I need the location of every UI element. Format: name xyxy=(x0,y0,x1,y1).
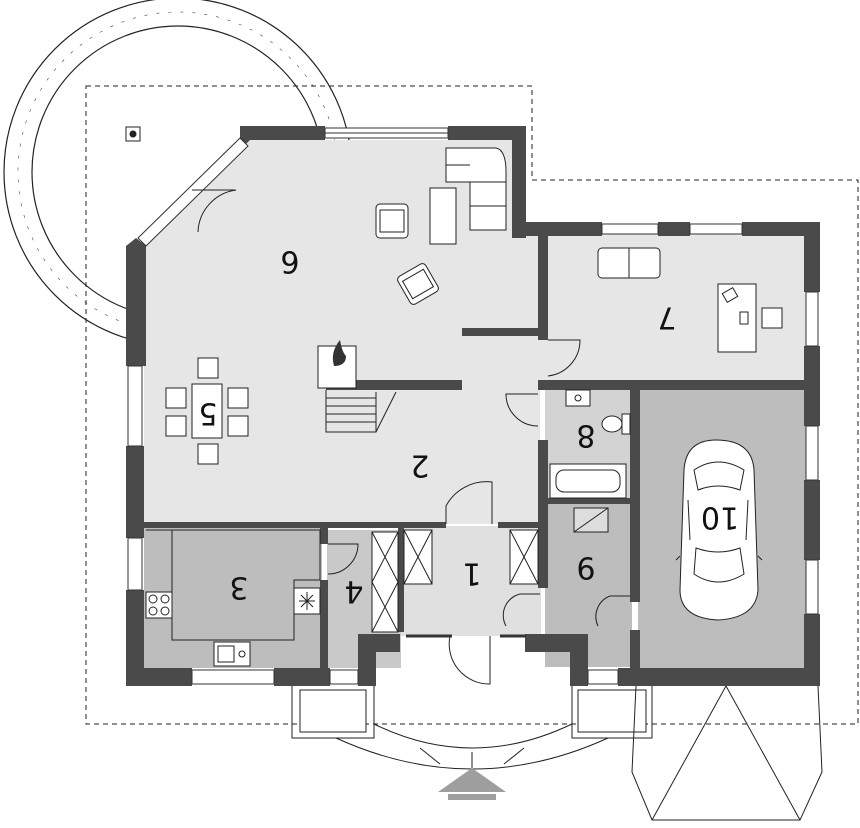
doors xyxy=(192,189,630,685)
chimney-icon xyxy=(125,126,141,142)
garage-apron xyxy=(631,685,823,821)
boiler xyxy=(573,507,609,533)
fireplace-icon xyxy=(317,340,357,389)
room-3-label: 3 xyxy=(229,570,248,605)
armchair xyxy=(375,203,409,239)
stove-icon xyxy=(145,591,173,619)
armchair-2 xyxy=(397,263,439,305)
hall-closet-right xyxy=(509,529,539,585)
room-6-label: 6 xyxy=(280,244,299,279)
room-7-label: 7 xyxy=(657,300,676,335)
desk xyxy=(717,283,783,353)
dining-table xyxy=(165,357,249,465)
sofa-small xyxy=(597,247,661,279)
washbasin xyxy=(565,389,591,407)
sofa xyxy=(445,147,507,231)
fridge-icon xyxy=(293,587,321,615)
hall-closet-left xyxy=(403,529,433,585)
coffee-table xyxy=(429,187,457,245)
windows xyxy=(127,127,819,685)
entrance-arrow-icon xyxy=(438,768,506,800)
sink-icon xyxy=(213,641,251,667)
room-2-label: 2 xyxy=(410,448,429,483)
room-4-label: 4 xyxy=(344,574,363,609)
porch xyxy=(291,686,653,770)
room-5-label: 5 xyxy=(198,396,217,431)
toilet-icon xyxy=(601,413,631,435)
room-10-label: 10 xyxy=(701,500,739,535)
staircase xyxy=(325,390,397,433)
roof-outline xyxy=(85,85,859,725)
room-1-label: 1 xyxy=(462,556,481,591)
car-icon xyxy=(675,439,763,621)
room-8-label: 8 xyxy=(576,418,595,453)
room-9-label: 9 xyxy=(576,550,595,585)
bathtub-icon xyxy=(549,463,627,499)
wardrobe xyxy=(371,531,399,633)
